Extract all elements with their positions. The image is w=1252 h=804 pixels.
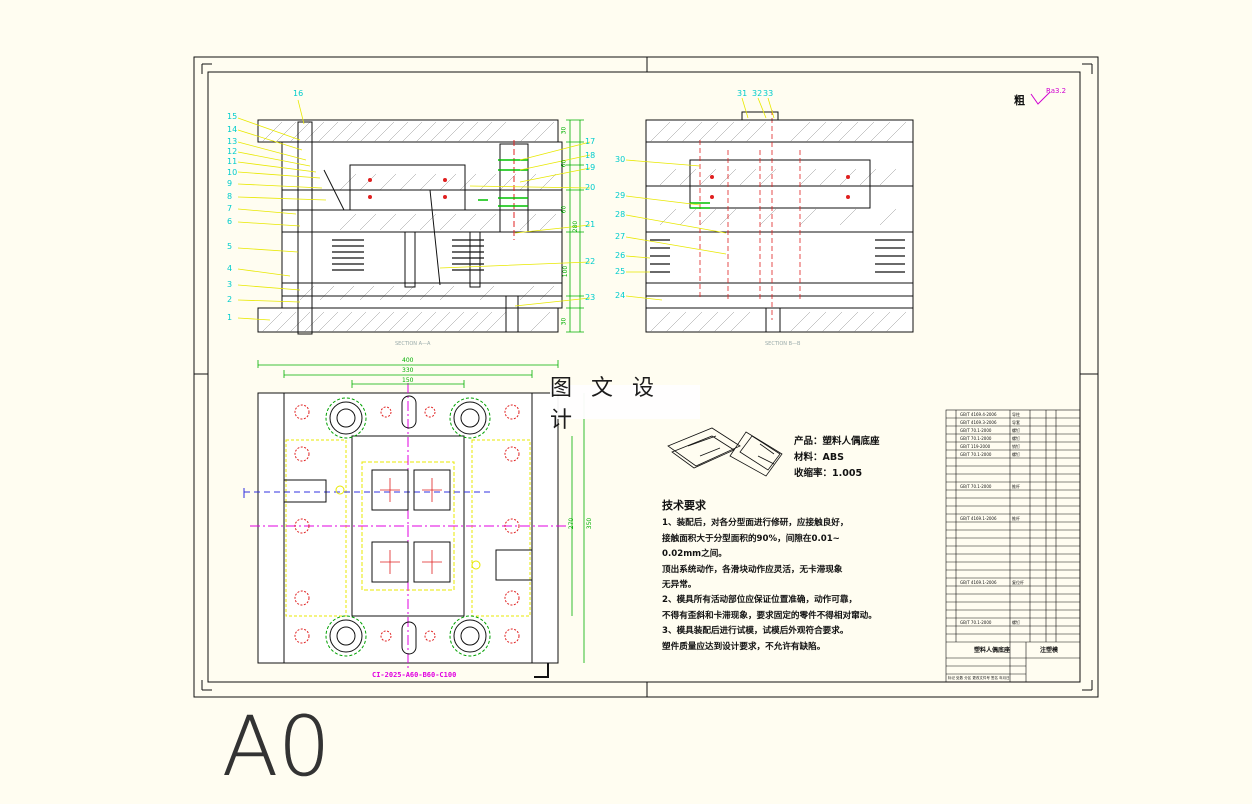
watermark: 图 文 设 计 <box>550 376 700 433</box>
title-block-text: GB/T 4169.4-2006 导柱 GB/T 4169.3-2006 导套 GB… <box>960 411 1024 625</box>
svg-text:GB/T 70.1-2000: GB/T 70.1-2000 <box>960 620 992 625</box>
svg-text:螺钉: 螺钉 <box>1012 619 1020 625</box>
section-b-label: SECTION B—B <box>765 341 801 347</box>
svg-text:GB/T 4169.4-2006: GB/T 4169.4-2006 <box>960 412 997 417</box>
svg-text:GB/T 4169.1-2006: GB/T 4169.1-2006 <box>960 580 997 585</box>
svg-text:推杆: 推杆 <box>1012 515 1020 521</box>
svg-text:GB/T 70.1-2000: GB/T 70.1-2000 <box>960 452 992 457</box>
roughness-check-icon <box>1030 92 1051 105</box>
svg-text:复位杆: 复位杆 <box>1012 579 1024 585</box>
tech-line: 塑件质量应达到设计要求，不允许有缺陷。 <box>662 641 826 652</box>
product-sketch <box>667 427 783 477</box>
product-info: 产品：塑料人偶底座 材料：ABS 收缩率：1.005 <box>794 434 880 482</box>
technical-requirements: 技术要求 1、装配后，对各分型面进行修研，应接触良好， 接触面积大于分型面积的9… <box>662 498 932 655</box>
roughness-symbol: 粗 <box>1014 94 1025 107</box>
svg-text:GB/T 4169.1-2006: GB/T 4169.1-2006 <box>960 516 997 521</box>
tech-line: 顶出系统动作，各滑块动作应灵活，无卡滞现象 <box>662 564 843 575</box>
product-shrinkage: 收缩率：1.005 <box>794 468 863 479</box>
svg-text:GB/T 4169.3-2006: GB/T 4169.3-2006 <box>960 420 997 425</box>
svg-text:GB/T 70.1-2000: GB/T 70.1-2000 <box>960 428 992 433</box>
tech-line: 1、装配后，对各分型面进行修研，应接触良好， <box>662 518 849 529</box>
title-block-drawing-no: 注塑模 <box>1040 647 1059 654</box>
svg-text:导套: 导套 <box>1012 419 1020 425</box>
section-a-label: SECTION A—A <box>395 341 431 347</box>
product-material: 材料：ABS <box>794 452 844 463</box>
svg-text:销钉: 销钉 <box>1012 443 1020 449</box>
plan-view <box>243 360 585 678</box>
tech-line: 2、模具所有活动部位应保证位置准确，动作可靠， <box>662 595 858 606</box>
title-block <box>945 409 1081 683</box>
svg-text:螺钉: 螺钉 <box>1012 435 1020 441</box>
section-view-b <box>625 97 914 333</box>
svg-text:导柱: 导柱 <box>1012 411 1020 417</box>
tech-line: 无异常。 <box>662 580 697 591</box>
tech-line: 3、模具装配后进行试模，试模后外观符合要求。 <box>662 626 849 637</box>
product-name: 产品：塑料人偶底座 <box>794 436 880 447</box>
svg-text:GB/T 70.1-2000: GB/T 70.1-2000 <box>960 484 992 489</box>
title-block-caption: 标记 处数 分区 更改文件号 签名 年月日 <box>948 676 1010 680</box>
svg-text:推杆: 推杆 <box>1012 483 1020 489</box>
tech-line: 接触面积大于分型面积的90%，间隙在0.01~ <box>662 533 840 544</box>
roughness-value: Ra3.2 <box>1046 87 1067 95</box>
sheet-size-label: A0 <box>222 700 331 796</box>
section-view-a <box>237 99 591 335</box>
mold-base-spec: CI-2025-A60-B60-C100 <box>372 671 457 679</box>
svg-text:螺钉: 螺钉 <box>1012 427 1020 433</box>
svg-text:GB/T 119-2000: GB/T 119-2000 <box>960 444 991 449</box>
svg-text:螺钉: 螺钉 <box>1012 451 1020 457</box>
title-block-drawing-name: 塑料人偶底座 <box>974 647 1011 654</box>
tech-line: 不得有歪斜和卡滞现象，要求固定的零件不得相对窜动。 <box>662 610 877 621</box>
tech-line: 0.02mm之间。 <box>662 549 727 560</box>
svg-text:GB/T 70.1-2000: GB/T 70.1-2000 <box>960 436 992 441</box>
tech-title: 技术要求 <box>662 499 706 512</box>
